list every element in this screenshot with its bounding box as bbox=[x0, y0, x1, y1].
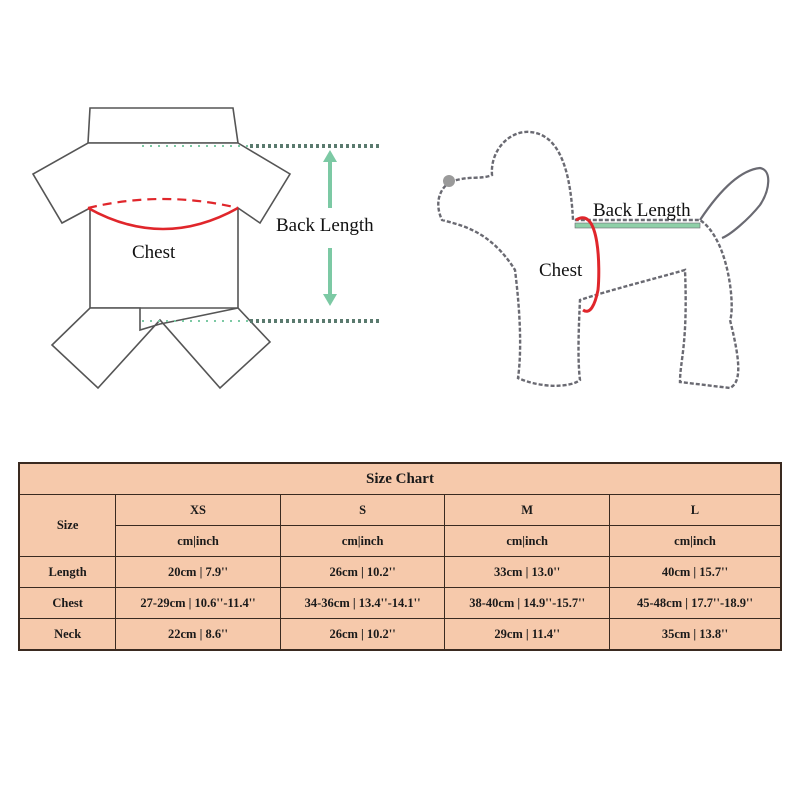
table-cell: 27-29cm | 10.6''-11.4'' bbox=[115, 587, 281, 619]
table-row-neck: Neck 22cm | 8.6'' 26cm | 10.2'' 29cm | 1… bbox=[18, 618, 782, 651]
size-col-m: M bbox=[444, 494, 610, 526]
table-cell: 38-40cm | 14.9''-15.7'' bbox=[444, 587, 610, 619]
size-chart-table: Size Chart Size XS S M L cm|inch cm|inch… bbox=[18, 462, 782, 651]
unit-cell: cm|inch bbox=[279, 525, 446, 557]
unit-cell: cm|inch bbox=[608, 525, 782, 557]
size-header: Size bbox=[18, 494, 117, 557]
row-label: Neck bbox=[18, 618, 117, 651]
table-cell: 26cm | 10.2'' bbox=[279, 556, 446, 588]
table-cell: 33cm | 13.0'' bbox=[444, 556, 610, 588]
table-cell: 45-48cm | 17.7''-18.9'' bbox=[608, 587, 782, 619]
dog-outline-icon bbox=[437, 130, 770, 390]
shirt-measurement-diagram: Chest Back Length bbox=[20, 90, 400, 410]
dog-back-length-label: Back Length bbox=[593, 200, 691, 221]
shirt-chest-label: Chest bbox=[132, 242, 176, 263]
unit-cell: cm|inch bbox=[444, 525, 610, 557]
size-col-s: S bbox=[279, 494, 446, 526]
size-col-xs: XS bbox=[115, 494, 281, 526]
table-cell: 29cm | 11.4'' bbox=[444, 618, 610, 651]
dog-measurement-diagram: Back Length Chest bbox=[430, 120, 780, 400]
table-row-chest: Chest 27-29cm | 10.6''-11.4'' 34-36cm | … bbox=[18, 587, 782, 619]
size-chart-title: Size Chart bbox=[18, 462, 782, 495]
table-cell: 26cm | 10.2'' bbox=[279, 618, 446, 651]
shirt-back-length-label: Back Length bbox=[276, 215, 374, 236]
table-cell: 22cm | 8.6'' bbox=[115, 618, 281, 651]
table-cell: 35cm | 13.8'' bbox=[608, 618, 782, 651]
table-cell: 20cm | 7.9'' bbox=[115, 556, 281, 588]
size-col-l: L bbox=[608, 494, 782, 526]
shirt-outline-icon bbox=[31, 107, 380, 390]
row-label: Chest bbox=[18, 587, 117, 619]
table-row-length: Length 20cm | 7.9'' 26cm | 10.2'' 33cm |… bbox=[18, 556, 782, 588]
unit-cell: cm|inch bbox=[115, 525, 281, 557]
dog-chest-label: Chest bbox=[539, 260, 583, 281]
table-cell: 34-36cm | 13.4''-14.1'' bbox=[279, 587, 446, 619]
table-cell: 40cm | 15.7'' bbox=[608, 556, 782, 588]
row-label: Length bbox=[18, 556, 117, 588]
